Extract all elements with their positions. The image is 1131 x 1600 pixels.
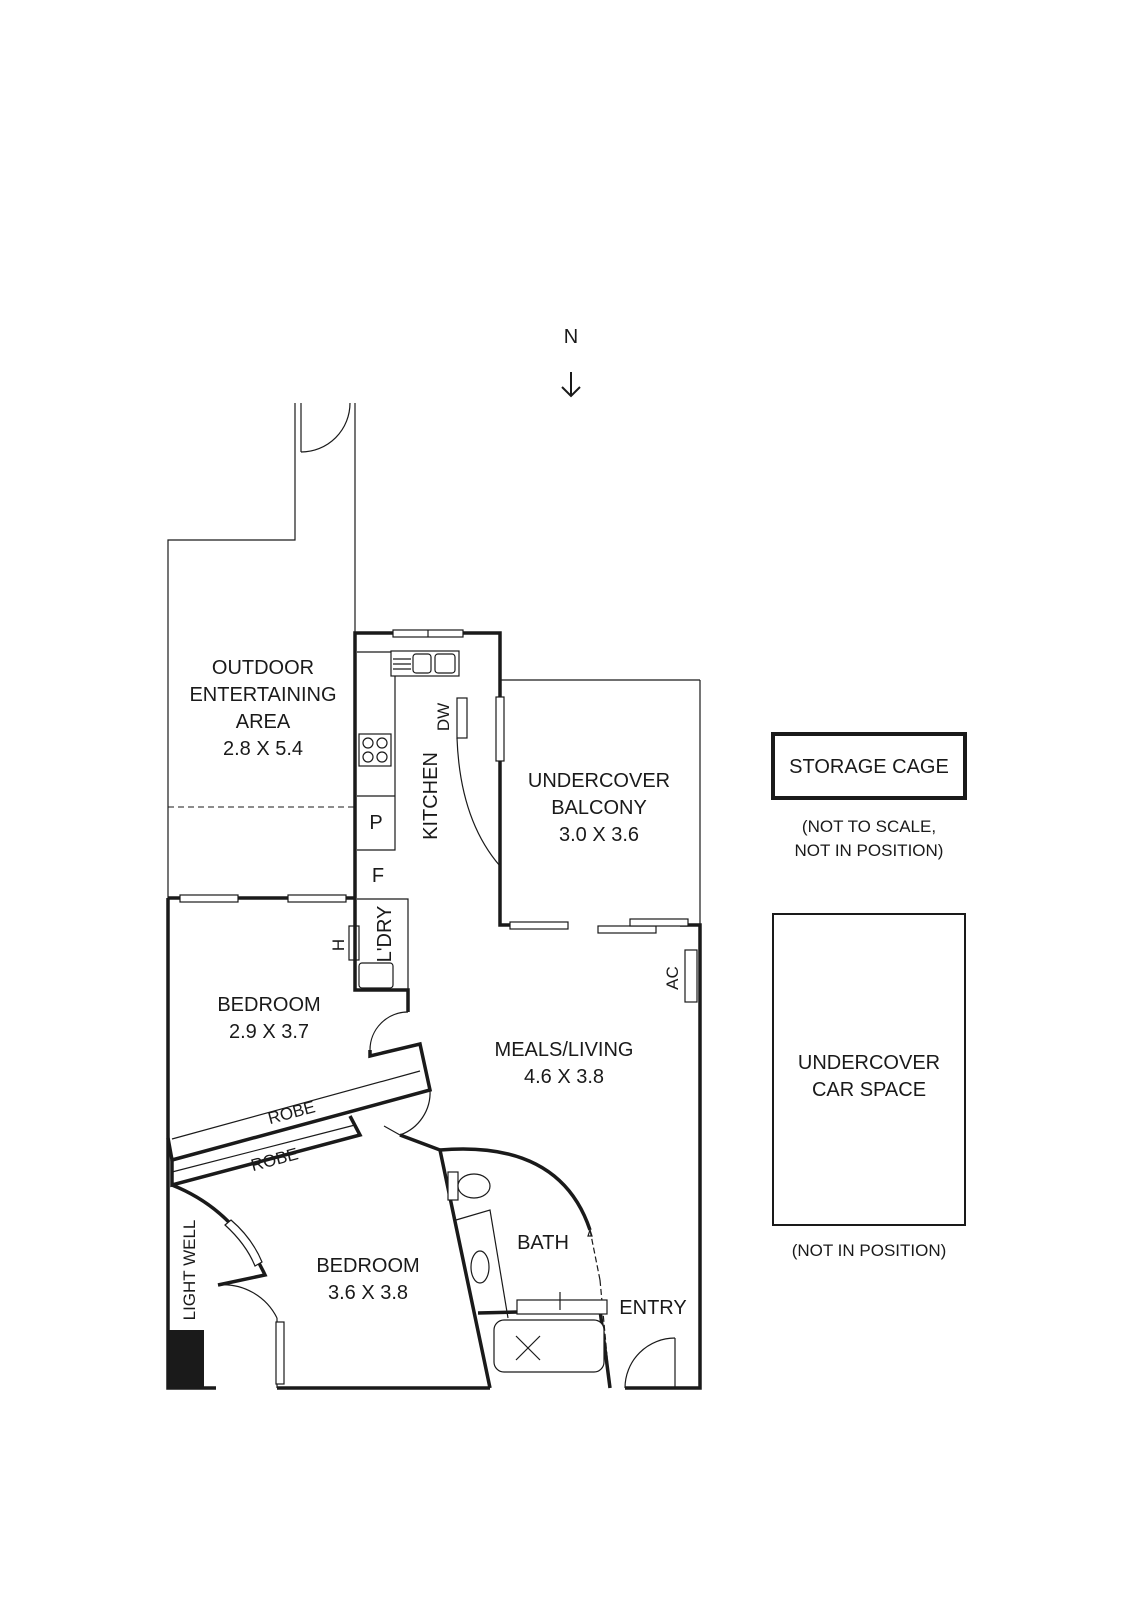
arrow-down-icon [561, 372, 581, 398]
pantry-label: P [369, 812, 382, 834]
kitchen-bench [357, 650, 460, 851]
storage-note1: (NOT TO SCALE, [802, 817, 936, 836]
bedroom2-name: BEDROOM [316, 1255, 419, 1277]
bedroom2-windows [224, 1219, 285, 1385]
sliding-door-balcony [509, 918, 689, 934]
meals-dims: 4.6 X 3.8 [524, 1066, 604, 1088]
laundry-label: L'DRY [374, 906, 396, 963]
light-well-label: LIGHT WELL [180, 1220, 199, 1321]
kitchen-door-swing [456, 737, 501, 867]
balcony-line1: UNDERCOVER [528, 770, 670, 792]
outdoor-gate [300, 402, 351, 453]
toilet-icon [447, 1171, 491, 1201]
robe2-label: ROBE [249, 1144, 300, 1175]
carspace-note: (NOT IN POSITION) [792, 1241, 947, 1260]
bedroom2-door [217, 1284, 278, 1388]
light-well-fill [168, 1330, 204, 1388]
cooktop-icon [358, 733, 392, 767]
interior-walls [166, 898, 492, 1389]
bedroom1-dims: 2.9 X 3.7 [229, 1021, 309, 1043]
sliding-door-bedroom [179, 894, 347, 903]
storage-label: STORAGE CAGE [789, 756, 949, 778]
outdoor-dims: 2.8 X 5.4 [223, 738, 303, 760]
outdoor-line3: AREA [236, 711, 291, 733]
ac-unit [684, 949, 698, 1003]
outdoor-area-label: OUTDOOR ENTERTAINING AREA 2.8 X 5.4 [189, 657, 336, 760]
entry-door [624, 1337, 676, 1389]
storage-cage: STORAGE CAGE (NOT TO SCALE, NOT IN POSIT… [771, 732, 967, 860]
balcony-line2: BALCONY [551, 797, 647, 819]
outdoor-line1: OUTDOOR [212, 657, 314, 679]
bedroom2-dims: 3.6 X 3.8 [328, 1282, 408, 1304]
meals-living-label: MEALS/LIVING 4.6 X 3.8 [495, 1039, 634, 1088]
bedroom1-label: BEDROOM 2.9 X 3.7 [217, 994, 320, 1043]
bedroom1-name: BEDROOM [217, 994, 320, 1016]
meals-name: MEALS/LIVING [495, 1039, 634, 1061]
vanity-basin [455, 1209, 509, 1319]
window-balcony-side [495, 696, 505, 762]
outdoor-area-outline [167, 403, 356, 898]
window-kitchen [392, 629, 464, 638]
storage-note2: NOT IN POSITION) [795, 841, 944, 860]
hws-label: H [329, 939, 348, 951]
entry-label: ENTRY [619, 1297, 686, 1319]
balcony-dims: 3.0 X 3.6 [559, 824, 639, 846]
balcony-label: UNDERCOVER BALCONY 3.0 X 3.6 [528, 770, 670, 846]
bedroom2-label: BEDROOM 3.6 X 3.8 [316, 1255, 419, 1304]
bath-label: BATH [517, 1232, 569, 1254]
outdoor-line2: ENTERTAINING [189, 684, 336, 706]
kitchen-label: KITCHEN [420, 752, 442, 840]
car-space: UNDERCOVER CAR SPACE (NOT IN POSITION) [772, 913, 966, 1260]
bathtub-icon [477, 1292, 612, 1389]
compass-label: N [564, 326, 578, 348]
ac-label: AC [663, 966, 682, 990]
dishwasher-unit [456, 697, 468, 739]
dw-label: DW [434, 703, 453, 731]
carspace-line1: UNDERCOVER [798, 1052, 940, 1074]
fridge-label: F [372, 865, 384, 887]
carspace-line2: CAR SPACE [812, 1079, 926, 1101]
